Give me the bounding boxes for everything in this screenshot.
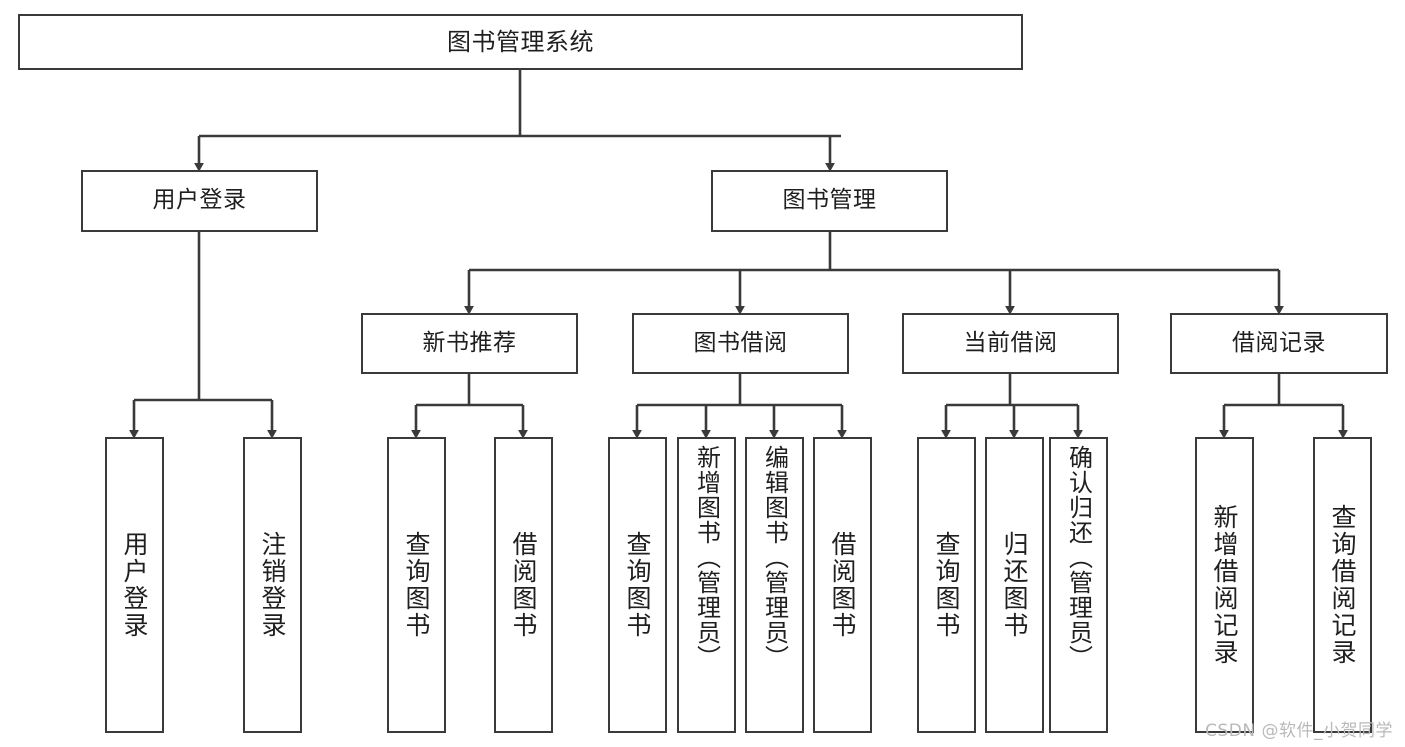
node-book-borrow[interactable]: 图书借阅 <box>632 313 849 374</box>
node-root-system-label: 图书管理系统 <box>447 27 594 56</box>
node-leaf-add-borrow-record-label: 新增借阅记录 <box>1210 504 1239 666</box>
node-leaf-edit-book[interactable]: 编辑图书（管理员） <box>745 437 804 733</box>
node-leaf-query-book-3-label: 查询图书 <box>932 531 961 639</box>
node-current-borrow-label: 当前借阅 <box>963 329 1058 356</box>
node-leaf-query-borrow-record[interactable]: 查询借阅记录 <box>1313 437 1372 733</box>
node-borrow-record-label: 借阅记录 <box>1232 329 1326 356</box>
node-user-login-label: 用户登录 <box>152 187 247 214</box>
node-leaf-query-borrow-record-label: 查询借阅记录 <box>1328 504 1357 666</box>
node-leaf-add-book-label: 新增图书（管理员） <box>692 445 721 670</box>
node-leaf-borrow-book-1[interactable]: 借阅图书 <box>494 437 553 733</box>
node-book-borrow-label: 图书借阅 <box>693 329 788 356</box>
node-book-management[interactable]: 图书管理 <box>711 170 948 232</box>
node-borrow-record[interactable]: 借阅记录 <box>1170 313 1388 374</box>
node-leaf-return-book-label: 归还图书 <box>1000 531 1029 639</box>
node-leaf-user-login-label: 用户登录 <box>120 531 149 639</box>
csdn-watermark: CSDN @软件_小贺同学 <box>1205 721 1393 741</box>
node-leaf-query-book-2-label: 查询图书 <box>623 531 652 639</box>
node-leaf-user-login[interactable]: 用户登录 <box>105 437 164 733</box>
node-root-system[interactable]: 图书管理系统 <box>18 14 1023 70</box>
node-leaf-logout-login[interactable]: 注销登录 <box>243 437 302 733</box>
node-leaf-query-book-2[interactable]: 查询图书 <box>608 437 667 733</box>
node-leaf-logout-login-label: 注销登录 <box>258 531 287 639</box>
node-new-book-recommend[interactable]: 新书推荐 <box>361 313 578 374</box>
node-leaf-add-book[interactable]: 新增图书（管理员） <box>677 437 736 733</box>
node-leaf-query-book-1-label: 查询图书 <box>402 531 431 639</box>
node-user-login[interactable]: 用户登录 <box>81 170 318 232</box>
node-leaf-borrow-book-2[interactable]: 借阅图书 <box>813 437 872 733</box>
node-leaf-borrow-book-1-label: 借阅图书 <box>509 531 538 639</box>
node-leaf-confirm-return-label: 确认归还（管理员） <box>1064 445 1093 670</box>
node-book-management-label: 图书管理 <box>782 187 877 214</box>
node-leaf-borrow-book-2-label: 借阅图书 <box>828 531 857 639</box>
node-leaf-return-book[interactable]: 归还图书 <box>985 437 1044 733</box>
node-leaf-add-borrow-record[interactable]: 新增借阅记录 <box>1195 437 1254 733</box>
node-leaf-query-book-3[interactable]: 查询图书 <box>917 437 976 733</box>
node-leaf-confirm-return[interactable]: 确认归还（管理员） <box>1049 437 1108 733</box>
node-current-borrow[interactable]: 当前借阅 <box>902 313 1119 374</box>
node-new-book-recommend-label: 新书推荐 <box>422 329 517 356</box>
node-leaf-query-book-1[interactable]: 查询图书 <box>387 437 446 733</box>
node-leaf-edit-book-label: 编辑图书（管理员） <box>760 445 789 670</box>
